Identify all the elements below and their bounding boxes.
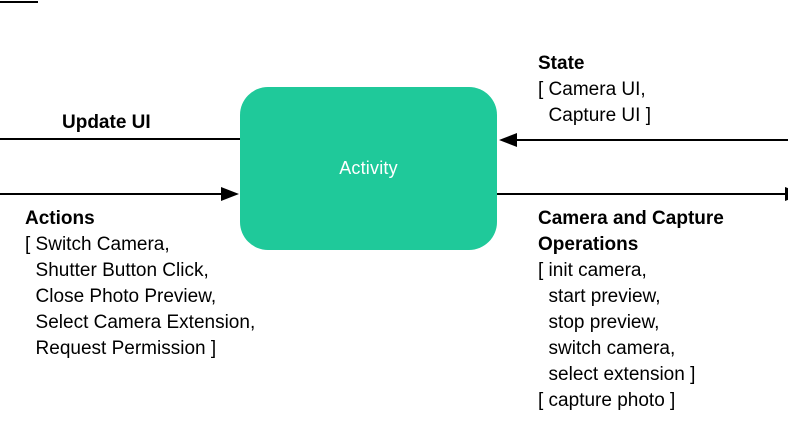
actions-item: Select Camera Extension, [25,312,256,333]
camera-ops-item: [ capture photo ] [538,390,676,411]
camera-ops-arrow-line [496,193,788,195]
state-arrowhead-icon [499,133,517,147]
actions-item: Close Photo Preview, [25,286,217,307]
camera-ops-item: [ init camera, [538,260,647,281]
camera-ops-item: start preview, [538,286,661,307]
state-label-block: State [ Camera UI, Capture UI ] [538,51,651,129]
actions-item: Shutter Button Click, [25,260,209,281]
actions-label-block: Actions [ Switch Camera, Shutter Button … [25,206,255,362]
activity-node: Activity [240,87,497,250]
activity-node-label: Activity [339,158,398,178]
camera-ops-title-line: Operations [538,234,639,255]
camera-ops-title-line: Camera and Capture [538,208,724,229]
camera-ops-item: switch camera, [538,338,676,359]
update-ui-arrow-line [0,138,241,140]
state-title: State [538,53,585,74]
border-fragment [0,1,38,3]
state-arrow-line [514,139,788,141]
state-item: [ Camera UI, [538,79,646,100]
camera-ops-item: select extension ] [538,364,696,385]
camera-ops-label-block: Camera and Capture Operations [ init cam… [538,206,724,414]
actions-item: Request Permission ] [25,338,217,359]
camera-ops-item: stop preview, [538,312,660,333]
state-item: Capture UI ] [538,105,651,126]
camera-ops-arrowhead-icon [785,187,788,201]
actions-arrowhead-icon [221,187,239,201]
actions-title: Actions [25,208,95,229]
update-ui-label: Update UI [62,112,151,133]
actions-arrow-line [0,193,226,195]
actions-item: [ Switch Camera, [25,234,170,255]
